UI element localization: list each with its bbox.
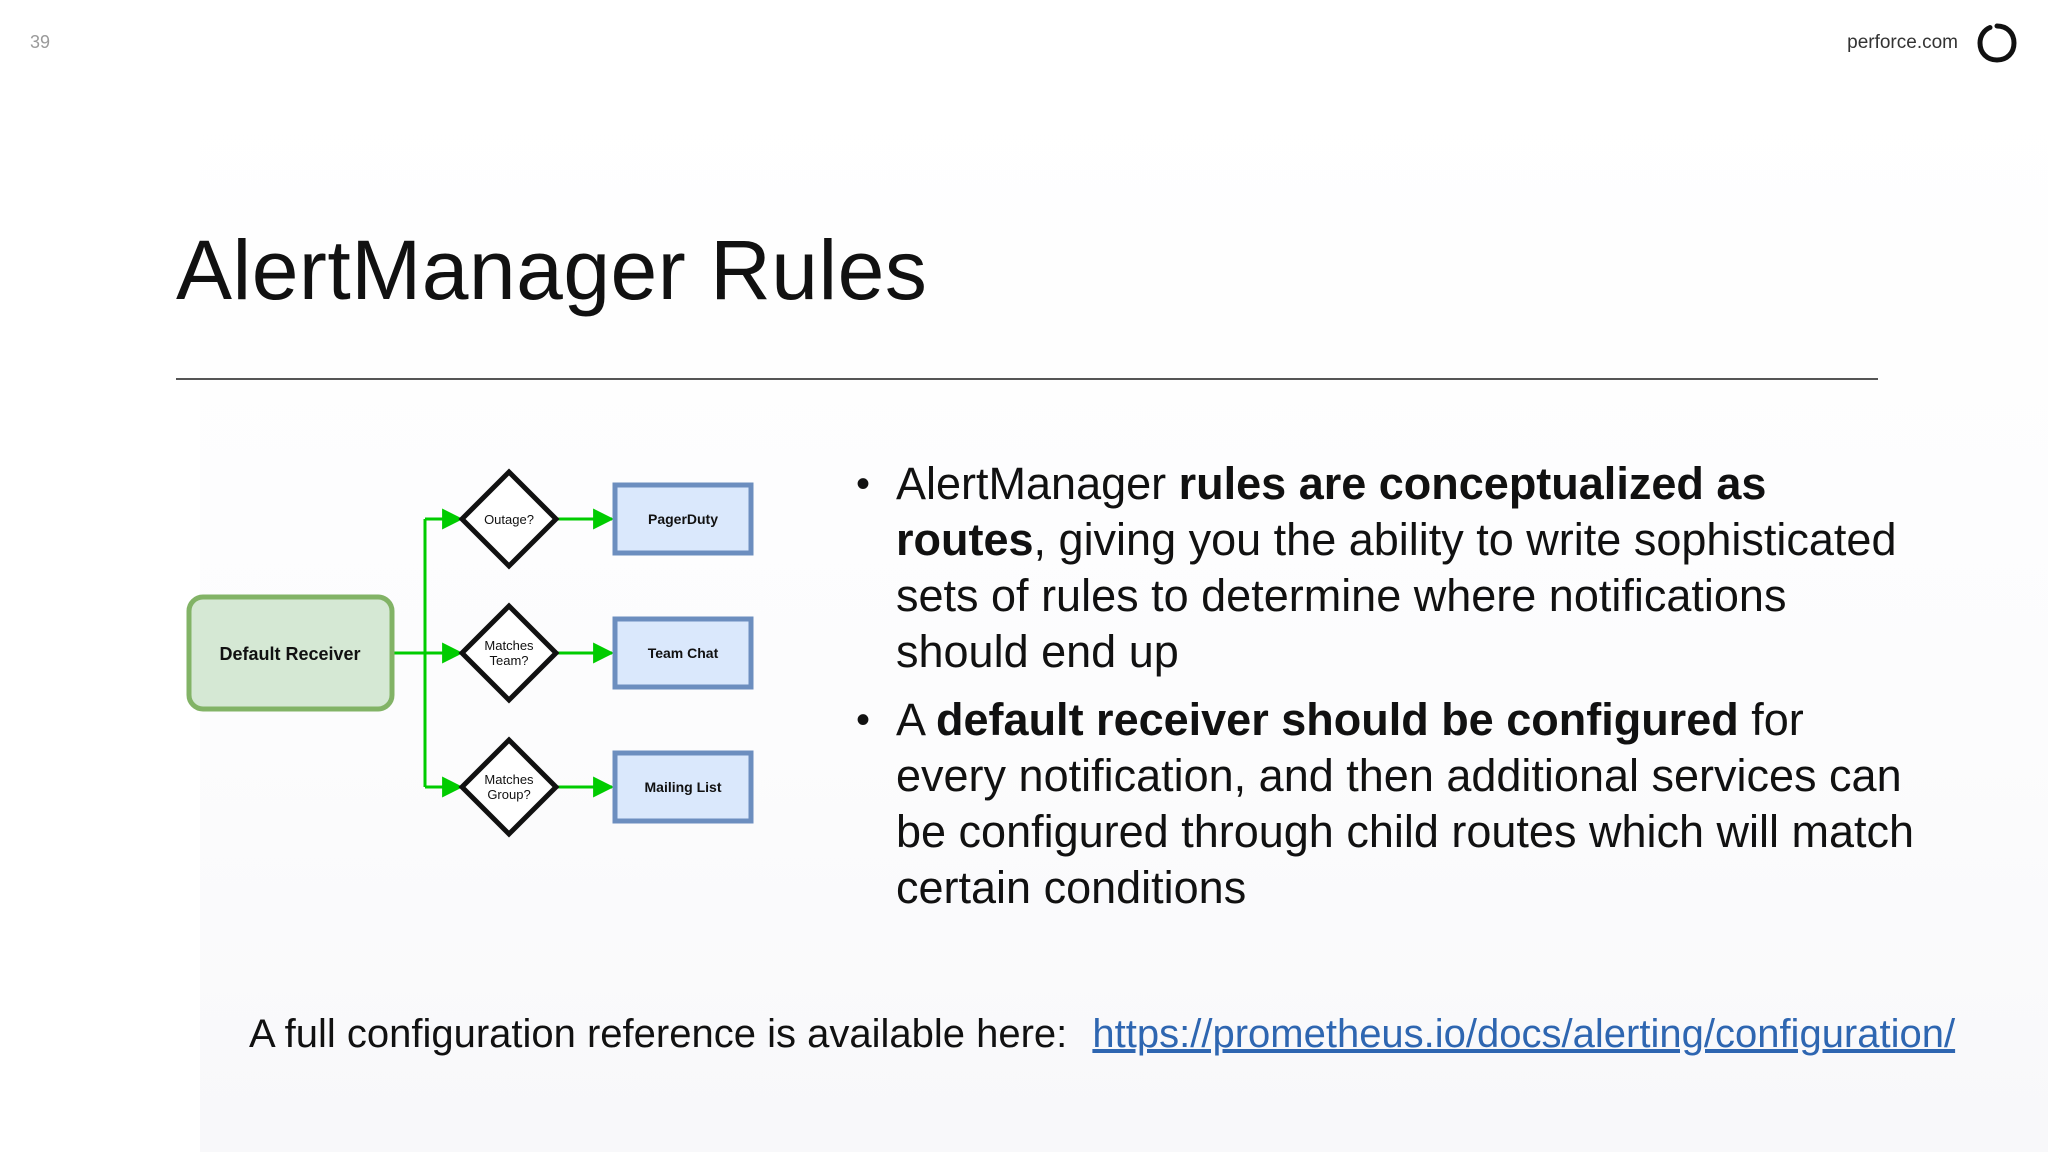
decision-label: Matches [484, 638, 534, 653]
bullet-item: •AlertManager rules are conceptualized a… [856, 458, 1897, 677]
receiver-label: Default Receiver [219, 644, 360, 664]
target-label: Mailing List [645, 779, 722, 795]
slide-title: AlertManager Rules [176, 223, 928, 317]
bullet-item: •A default receiver should be configured… [856, 694, 1915, 913]
decision-label: Team? [489, 653, 528, 668]
bullet-icon: • [856, 698, 871, 742]
target-mailing-list: Mailing List [612, 750, 754, 824]
target-pagerduty: PagerDuty [612, 482, 754, 556]
config-reference-link[interactable]: https://prometheus.io/docs/alerting/conf… [1092, 1012, 1956, 1056]
route-connectors [392, 508, 615, 798]
decision-matches-team: Matches Team? [458, 602, 560, 704]
decision-outage: Outage? [458, 468, 560, 570]
brand-url: perforce.com [1847, 32, 1958, 53]
decision-label: Group? [487, 787, 530, 802]
bullet-icon: • [856, 462, 871, 506]
routing-diagram: Default Receiver Outage? Matches Team? M… [180, 460, 770, 850]
target-label: Team Chat [648, 645, 719, 661]
decision-label: Matches [484, 772, 534, 787]
decision-matches-group: Matches Group? [458, 736, 560, 838]
default-receiver-node: Default Receiver [186, 594, 395, 712]
perforce-logo-icon [1977, 23, 2017, 63]
footer-text: A full configuration reference is availa… [249, 1012, 1068, 1056]
brand: perforce.com [1847, 22, 2018, 64]
decision-label: Outage? [484, 512, 534, 527]
target-team-chat: Team Chat [612, 616, 754, 690]
footer-reference: A full configuration reference is availa… [249, 1012, 1955, 1057]
title-divider [176, 378, 1878, 380]
slide-number: 39 [30, 32, 51, 52]
target-label: PagerDuty [648, 511, 718, 527]
bullet-list: •AlertManager rules are conceptualized a… [856, 456, 1916, 928]
